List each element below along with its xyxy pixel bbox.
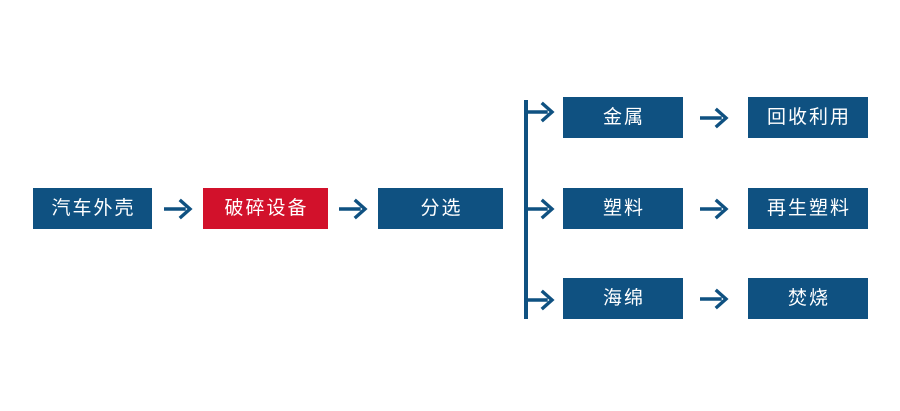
node-plastic[interactable]: 塑料 [563,188,683,229]
node-sorting[interactable]: 分选 [378,188,503,229]
arrow-right-icon-plastic-to-regenerated [699,193,731,225]
branch-arrow-icon-sponge [523,288,558,312]
node-incineration[interactable]: 焚烧 [748,278,868,319]
node-metal[interactable]: 金属 [563,97,683,138]
arrow-right-icon-car-to-crusher [163,193,195,225]
node-crushing-equipment[interactable]: 破碎设备 [203,188,328,229]
node-recycle-reuse[interactable]: 回收利用 [748,97,868,138]
arrow-right-icon-sponge-to-incineration [699,283,731,315]
arrow-right-icon-metal-to-recycle [699,102,731,134]
branch-arrow-icon-metal [523,100,558,124]
node-sponge[interactable]: 海绵 [563,278,683,319]
node-regenerated-plastic[interactable]: 再生塑料 [748,188,868,229]
branch-arrow-icon-plastic [523,197,558,221]
node-car-shell[interactable]: 汽车外壳 [33,188,152,229]
arrow-right-icon-crusher-to-sorting [338,193,370,225]
